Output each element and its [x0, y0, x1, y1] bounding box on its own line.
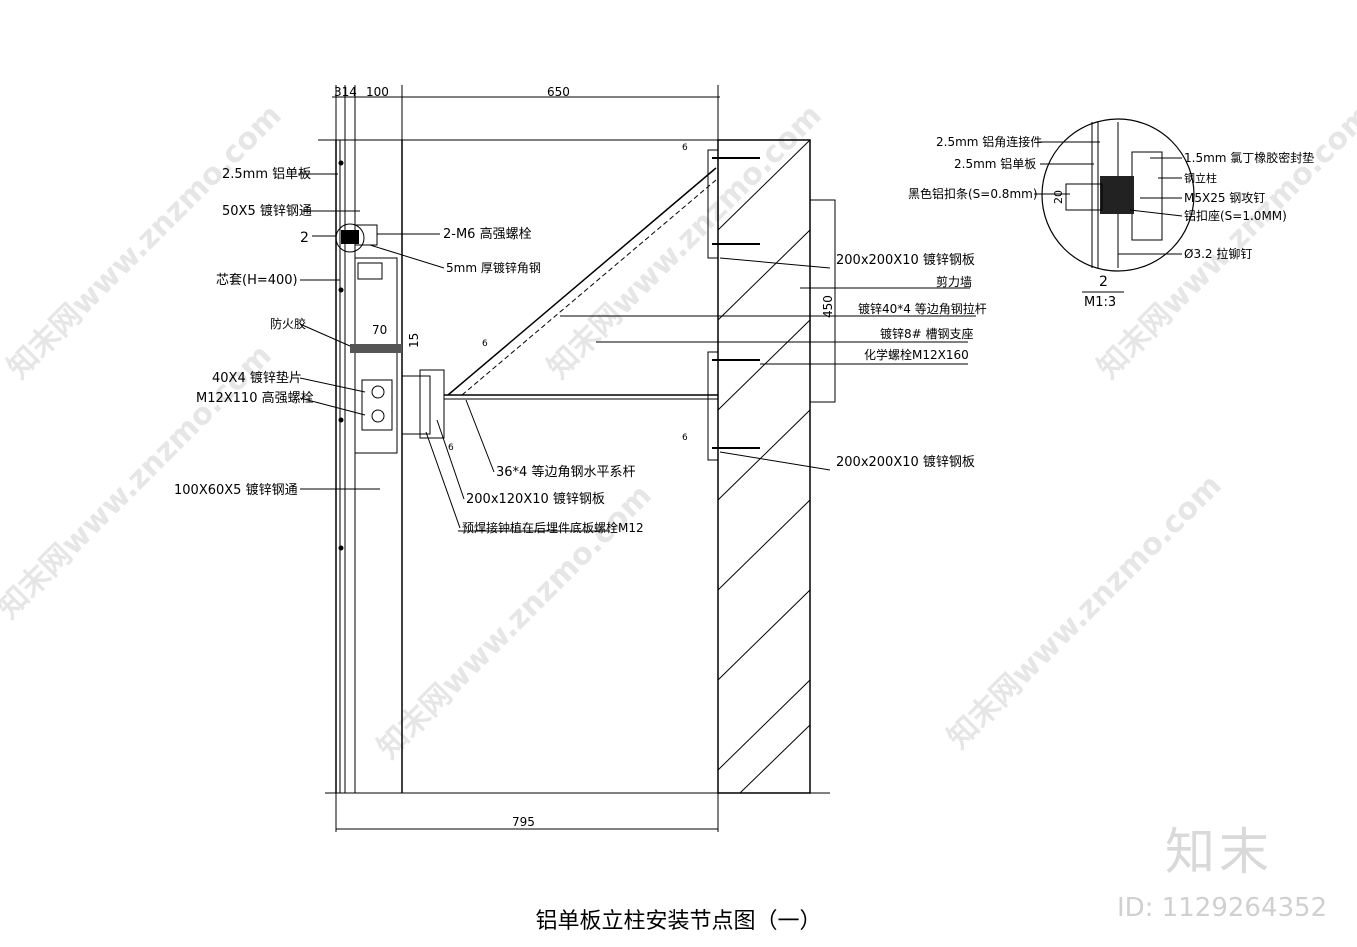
label-fireproof: 防火胶: [270, 316, 306, 331]
middle-annotations: 2-M6 高强螺栓 5mm 厚镀锌角钢 70 15 36*4 等边角钢水平系杆 …: [369, 226, 644, 535]
label-alu-panel: 2.5mm 铝单板: [222, 167, 311, 182]
watermark-text: 知末网www.znzmo.com: [1, 98, 289, 386]
weld-symbol: 6: [682, 143, 688, 153]
drawing-id-watermark: ID: 1129264352: [1117, 893, 1328, 923]
label-bolt-m12x110: M12X110 高强螺栓: [196, 390, 314, 406]
watermark-text: 知末网www.znzmo.com: [541, 98, 829, 386]
detail-scale: M1:3: [1084, 295, 1116, 310]
weld-symbol: 6: [448, 443, 454, 453]
label-channel-support: 镀锌8# 槽钢支座: [880, 326, 974, 341]
detail-black-strip: 黑色铝扣条(S=0.8mm): [908, 186, 1038, 201]
dim-15: 15: [407, 333, 421, 348]
dim-314: 314: [334, 85, 357, 99]
detail-steel-post: 钢立柱: [1184, 171, 1217, 185]
label-tie-rod: 镀锌40*4 等边角钢拉杆: [858, 301, 987, 316]
detail-2: 20 2.5mm 铝角连接件 2.5mm 铝单板 黑色铝扣条(S=0.8mm) …: [908, 118, 1314, 310]
weld-symbol: 6: [682, 433, 688, 443]
detail-rivet: Ø3.2 拉铆钉: [1184, 246, 1252, 261]
label-core-sleeve: 芯套(H=400): [216, 272, 298, 288]
label-chem-anchor: 化学螺栓M12X160: [864, 347, 969, 362]
label-angle-5mm: 5mm 厚镀锌角钢: [446, 261, 541, 275]
label-steel-channel-50: 50X5 镀锌钢通: [222, 203, 312, 219]
brand-logo: 知末: [1165, 823, 1273, 881]
label-weld-note: 预焊接钟植在后埋件底板螺栓M12: [462, 520, 644, 535]
detail-alu-base: 铝扣座(S=1.0MM): [1184, 208, 1287, 223]
detail-dim-20: 20: [1052, 190, 1065, 204]
label-plate-bottom: 200x200X10 镀锌钢板: [836, 454, 975, 470]
detail-scale-number: 2: [1099, 274, 1108, 290]
dim-650: 650: [547, 85, 570, 99]
weld-symbols: 6 6 6 6: [448, 143, 688, 453]
dim-450: 450: [821, 295, 835, 318]
detail-rubber-seal: 1.5mm 氯丁橡胶密封垫: [1184, 150, 1314, 165]
dim-100: 100: [366, 85, 389, 99]
detail-alu-panel: 2.5mm 铝单板: [954, 156, 1036, 171]
left-annotations: 2.5mm 铝单板 50X5 镀锌钢通 2 芯套(H=400) 防火胶 40X4…: [174, 167, 380, 498]
shear-wall: 450: [717, 139, 836, 794]
label-plate-200x120: 200x120X10 镀锌钢板: [466, 491, 605, 507]
right-annotations: 200x200X10 镀锌钢板 剪力墙 镀锌40*4 等边角钢拉杆 镀锌8# 槽…: [560, 252, 987, 471]
detail-alu-connector: 2.5mm 铝角连接件: [936, 134, 1042, 149]
detail-number-left: 2: [300, 230, 309, 246]
watermark-text: 知末网www.znzmo.com: [941, 468, 1229, 756]
dim-70: 70: [372, 323, 387, 337]
drawing-title: 铝单板立柱安装节点图（一）: [535, 909, 822, 934]
panel-column: [335, 140, 403, 793]
dim-795: 795: [512, 815, 535, 829]
top-dimension: 314 100 650: [318, 85, 720, 141]
label-plate-top: 200x200X10 镀锌钢板: [836, 252, 975, 268]
bottom-dimension: 795: [325, 792, 830, 832]
label-bolt-2m6: 2-M6 高强螺栓: [443, 226, 532, 242]
label-angle-36x4: 36*4 等边角钢水平系杆: [496, 464, 635, 480]
label-shim: 40X4 镀锌垫片: [212, 370, 302, 386]
watermark-text: 知末网www.znzmo.com: [1091, 98, 1357, 386]
label-channel-100x60: 100X60X5 镀锌钢通: [174, 482, 298, 498]
label-shear-wall: 剪力墙: [936, 274, 972, 289]
weld-symbol: 6: [482, 339, 488, 349]
detail-screw: M5X25 钢攻钉: [1184, 191, 1265, 205]
